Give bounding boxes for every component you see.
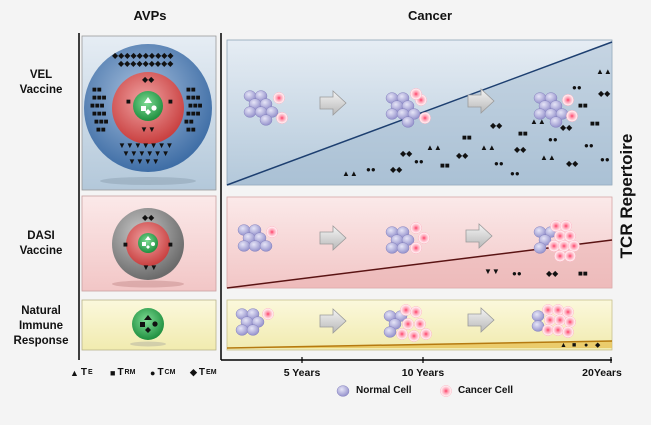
vel-sphere-icon: ◆◆◆◆◆◆◆◆◆◆ ◆◆◆◆◆◆◆◆◆ ■■■■■■■■■■■■■■■■ ■■… xyxy=(84,44,212,185)
cancer-cell-legend-label: Cancer Cell xyxy=(458,385,514,396)
svg-text:■■: ■■ xyxy=(440,161,450,170)
tcr-repertoire-label: TCR Repertoire xyxy=(617,133,636,259)
svg-text:■: ■ xyxy=(168,97,173,106)
svg-text:▼▼▼▼▼▼▼: ▼▼▼▼▼▼▼ xyxy=(118,141,173,150)
svg-text:◆◆: ◆◆ xyxy=(142,75,155,84)
svg-text:■■■: ■■■ xyxy=(188,101,203,110)
svg-text:■■: ■■ xyxy=(186,125,196,134)
cancer-header: Cancer xyxy=(407,8,453,23)
tick-20-years: 20Years xyxy=(582,367,622,379)
svg-text:●●: ●● xyxy=(584,141,594,150)
svg-text:■■: ■■ xyxy=(590,119,600,128)
svg-text:◆◆: ◆◆ xyxy=(490,121,503,130)
svg-text:■■: ■■ xyxy=(578,269,588,278)
svg-text:◆◆: ◆◆ xyxy=(566,159,579,168)
svg-text:■■■: ■■■ xyxy=(186,109,201,118)
svg-text:■■■: ■■■ xyxy=(92,109,107,118)
svg-text:■: ■ xyxy=(126,97,131,106)
svg-text:◆◆: ◆◆ xyxy=(598,89,611,98)
svg-text:◆◆◆◆◆◆◆◆◆: ◆◆◆◆◆◆◆◆◆ xyxy=(118,59,174,68)
svg-text:■■■: ■■■ xyxy=(90,101,105,110)
svg-text:▲▲: ▲▲ xyxy=(530,117,546,126)
svg-text:■■: ■■ xyxy=(462,133,472,142)
svg-text:◆: ◆ xyxy=(595,342,601,349)
svg-text:■■■: ■■■ xyxy=(92,93,107,102)
svg-text:■■: ■■ xyxy=(518,129,528,138)
svg-text:●●: ●● xyxy=(414,157,424,166)
svg-text:■■■: ■■■ xyxy=(94,117,109,126)
svg-text:◆◆: ◆◆ xyxy=(390,165,403,174)
svg-text:◆◆: ◆◆ xyxy=(560,123,573,132)
circle-icon: ● xyxy=(150,367,156,378)
natural-tcell-clones: ▲ ■ ● ◆ xyxy=(560,342,601,349)
svg-text:◆◆: ◆◆ xyxy=(514,145,527,154)
svg-text:▲▲: ▲▲ xyxy=(342,169,358,178)
svg-text:▲▲: ▲▲ xyxy=(540,153,556,162)
svg-text:▼▼: ▼▼ xyxy=(142,263,158,272)
svg-text:●●: ●● xyxy=(548,135,558,144)
natural-repertoire-line xyxy=(226,340,613,349)
svg-text:●●: ●● xyxy=(600,155,610,164)
svg-text:■■: ■■ xyxy=(184,117,194,126)
tick-5-years: 5 Years xyxy=(283,367,321,379)
svg-text:▲▲: ▲▲ xyxy=(480,143,496,152)
triangle-icon: ▲ xyxy=(70,367,79,378)
svg-text:■: ■ xyxy=(168,240,173,249)
svg-text:◆◆: ◆◆ xyxy=(400,149,413,158)
svg-text:●●: ●● xyxy=(572,83,582,92)
svg-text:■■: ■■ xyxy=(186,85,196,94)
dasi-sphere-icon: ◆◆ ■ ■ ▼▼ xyxy=(112,208,184,288)
normal-cell-legend-label: Normal Cell xyxy=(356,385,412,396)
svg-text:■■■: ■■■ xyxy=(186,93,201,102)
svg-text:●: ● xyxy=(584,342,588,349)
svg-text:◆◆: ◆◆ xyxy=(456,151,469,160)
svg-text:▼▼: ▼▼ xyxy=(484,267,500,276)
svg-text:◆◆: ◆◆ xyxy=(546,269,559,278)
diamond-icon: ◆ xyxy=(190,367,197,377)
svg-text:◆◆: ◆◆ xyxy=(142,213,155,222)
natural-sphere-icon xyxy=(130,308,166,347)
svg-text:■: ■ xyxy=(572,342,576,349)
svg-text:●●: ●● xyxy=(494,159,504,168)
svg-text:■■: ■■ xyxy=(92,85,102,94)
svg-text:▼▼▼▼: ▼▼▼▼ xyxy=(128,157,160,166)
dasi-repertoire-line xyxy=(226,239,613,289)
avps-header: AVPs xyxy=(133,8,167,23)
svg-text:■■: ■■ xyxy=(96,125,106,134)
svg-text:●●: ●● xyxy=(512,269,522,278)
svg-text:▼▼▼▼▼▼: ▼▼▼▼▼▼ xyxy=(122,149,170,158)
normal-cell-legend-icon xyxy=(336,385,350,397)
svg-text:▲▲: ▲▲ xyxy=(426,143,442,152)
svg-text:▼▼: ▼▼ xyxy=(140,125,156,134)
svg-text:■: ■ xyxy=(123,240,128,249)
square-icon: ■ xyxy=(110,367,116,378)
svg-text:◆◆◆◆◆◆◆◆◆◆: ◆◆◆◆◆◆◆◆◆◆ xyxy=(112,51,174,60)
svg-text:▲: ▲ xyxy=(560,342,567,349)
vel-tcell-clones: ▲▲●●◆◆●●◆◆ ▲▲■■◆◆■■▲▲ ◆◆●●●●◆◆■■ ▲▲▲▲●●◆… xyxy=(342,67,612,178)
tick-10-years: 10 Years xyxy=(401,367,445,379)
svg-text:■■: ■■ xyxy=(578,101,588,110)
svg-text:●●: ●● xyxy=(366,165,376,174)
cancer-cell-legend-icon xyxy=(440,385,452,397)
svg-text:▲▲: ▲▲ xyxy=(596,67,612,76)
svg-text:●●: ●● xyxy=(510,169,520,178)
dasi-tcell-clones: ▼▼ ●● ◆◆ ■■ xyxy=(484,267,588,278)
